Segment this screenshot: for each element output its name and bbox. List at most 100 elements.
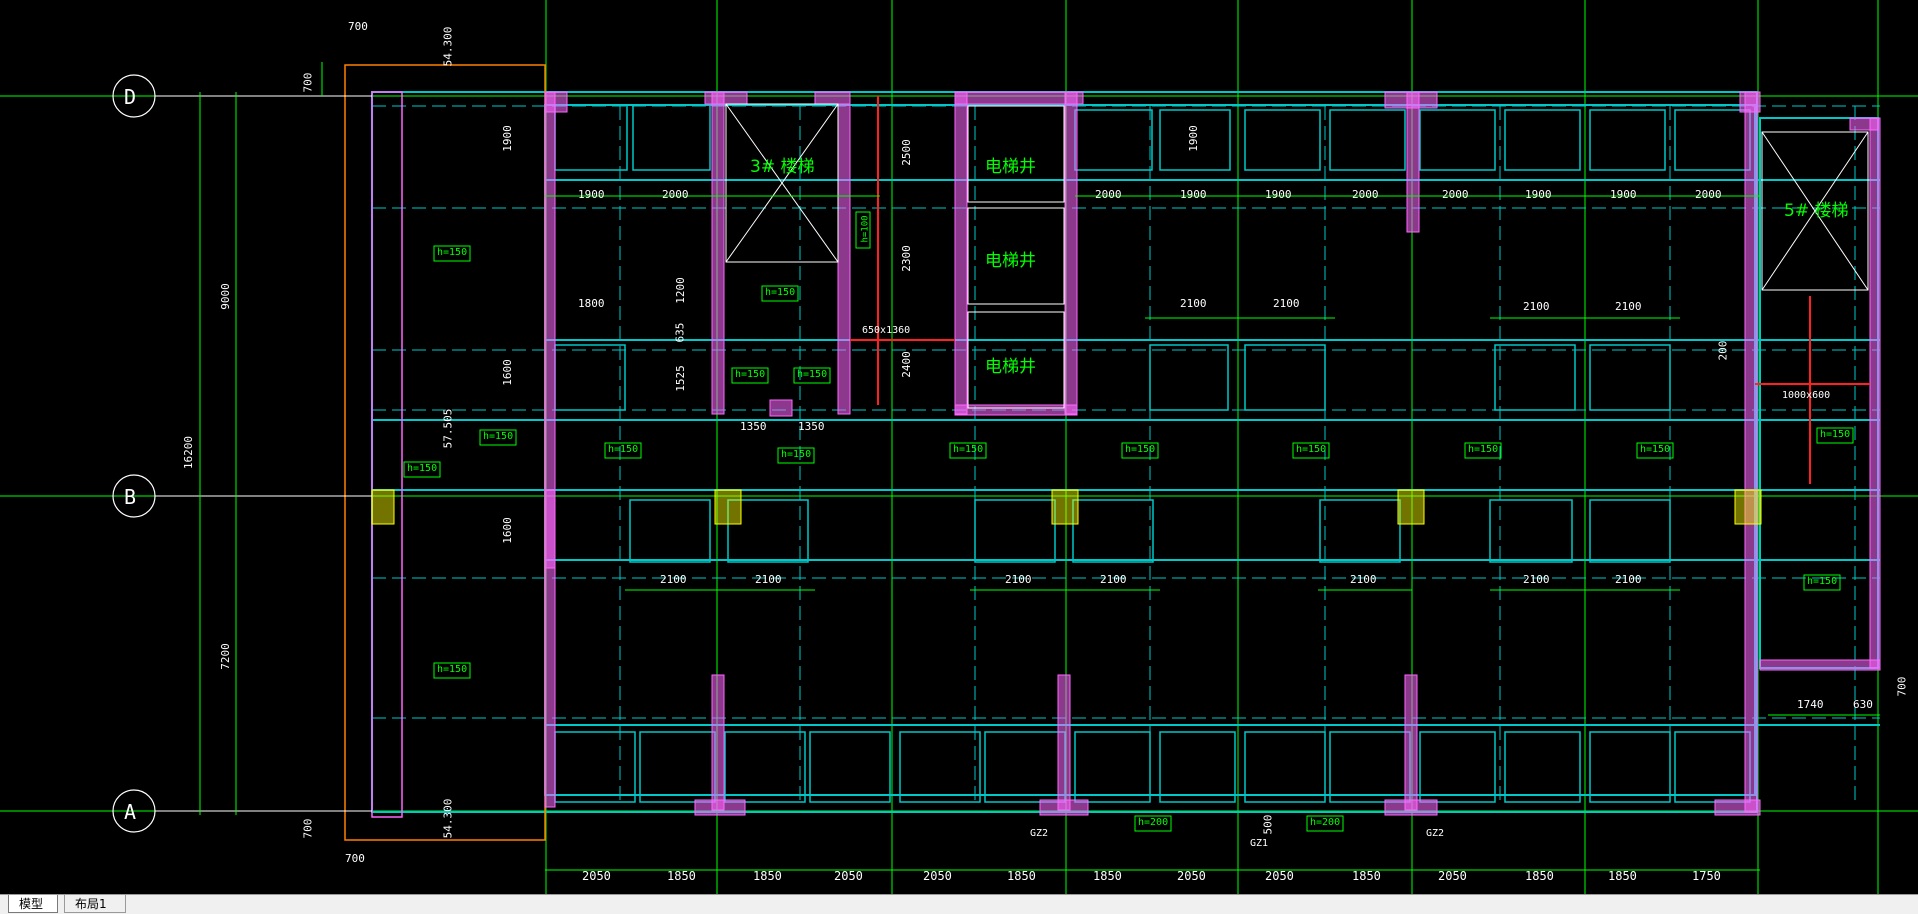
bottom-dim-5: 2050 [923,869,952,883]
top-dim-6: 2000 [1352,188,1379,201]
dim-500: 500 [1261,814,1275,835]
slab-label: h=150 [608,444,639,455]
slab-label: h=150 [797,369,828,380]
dim-630: 630 [1853,698,1873,711]
dim-200: 200 [1716,340,1730,361]
slab-label-h100: h=100 [860,215,871,243]
balcony-outline [344,64,546,841]
lower-dim-3: 2100 [1005,573,1032,586]
floor-plan [0,0,1918,894]
lower-dim-7: 2100 [1615,573,1642,586]
dim-1800: 1800 [578,297,605,310]
stair-cross [725,103,1869,409]
dim-top-54300: 54.300 [441,26,455,67]
slab-label-boxes [403,211,1854,832]
slab-label: h=150 [735,369,766,380]
red-beams [850,96,1870,484]
gz1-label: GZ1 [1250,838,1269,849]
top-dim-10: 2000 [1695,188,1722,201]
bottom-dim-14: 1750 [1692,869,1721,883]
slab-label-h200: h=200 [1138,817,1169,828]
bottom-dim-11: 2050 [1438,869,1467,883]
left-wall [371,91,403,818]
gz2-label-1: GZ2 [1030,828,1049,839]
dim-700-a: 700 [301,72,315,93]
lower-dim-1: 2100 [660,573,687,586]
lower-dim-5: 2100 [1350,573,1377,586]
bottom-dim-6: 1850 [1007,869,1036,883]
dim-left-total: 16200 [182,435,196,470]
bottom-dim-8: 2050 [1177,869,1206,883]
dim-1740: 1740 [1797,698,1824,711]
top-dim-7: 2000 [1442,188,1469,201]
dim-57505: 57.505 [441,408,455,449]
bottom-dim-3: 1850 [753,869,782,883]
opening-label-1: 650x1360 [862,325,911,336]
slab-label: h=150 [1640,444,1671,455]
layout-tab-bar: 模型 布局1 [0,894,1918,914]
lower-dim-2: 2100 [755,573,782,586]
slab-label: h=150 [953,444,984,455]
tab-model[interactable]: 模型 [8,895,58,913]
axis-label-b: B [124,485,137,509]
slab-label: h=150 [407,463,438,474]
slab-label: h=150 [1468,444,1499,455]
dim-1525: 1525 [673,365,687,392]
bottom-dim-9: 2050 [1265,869,1294,883]
elevator-label-2: 电梯井 [985,251,1036,271]
mid-dim-2: 2100 [1273,297,1300,310]
dim-1900-a: 1900 [500,125,514,152]
lower-dim-4: 2100 [1100,573,1127,586]
dim-700-c: 700 [345,852,365,865]
elevator-label-3: 电梯井 [985,357,1036,377]
slab-label: h=150 [483,431,514,442]
stair-5-label: 5# 楼梯 [1784,201,1849,221]
elevator-label-1: 电梯井 [985,157,1036,177]
dimension-lines [199,62,1880,871]
slab-label: h=150 [765,287,796,298]
slab-label: h=150 [437,247,468,258]
slab-label-h200: h=200 [1310,817,1341,828]
bottom-dim-1: 2050 [582,869,611,883]
dim-1600-b: 1600 [500,517,514,544]
top-dim-9: 1900 [1610,188,1637,201]
dim-1350-a: 1350 [740,420,767,433]
mid-dim-4: 2100 [1615,300,1642,313]
dim-1350-b: 1350 [798,420,825,433]
slab-label: h=150 [1125,444,1156,455]
top-dim-1: 1900 [578,188,605,201]
slab-label: h=150 [781,449,812,460]
bottom-dim-12: 1850 [1525,869,1554,883]
dim-1200: 1200 [673,277,687,304]
cad-drawing-canvas[interactable]: D B A 700 54.300 16200 9000 7200 700 700… [0,0,1918,894]
dim-2400: 2400 [899,351,913,378]
slab-label: h=150 [437,664,468,675]
dim-1600-a: 1600 [500,359,514,386]
dim-2500: 2500 [899,139,913,166]
top-dim-3: 2000 [1095,188,1122,201]
opening-label-2: 1000x600 [1782,390,1831,401]
dim-bottom-54300: 54.300 [441,798,455,839]
bottom-dim-4: 2050 [834,869,863,883]
dim-lower: 7200 [218,643,232,670]
dim-700-b: 700 [301,818,315,839]
top-dim-2: 2000 [662,188,689,201]
dim-700-right: 700 [1895,676,1909,697]
columns [371,489,1762,525]
top-dim-8: 1900 [1525,188,1552,201]
axis-label-d: D [124,85,137,109]
bottom-dim-7: 1850 [1093,869,1122,883]
axis-label-a: A [124,800,137,824]
gz2-label-2: GZ2 [1426,828,1445,839]
mid-dim-3: 2100 [1523,300,1550,313]
slab-label: h=150 [1296,444,1327,455]
bottom-dim-13: 1850 [1608,869,1637,883]
tab-layout1[interactable]: 布局1 [64,895,126,913]
dim-1900-b: 1900 [1186,125,1200,152]
axis-bubbles [112,74,372,833]
slab-label: h=150 [1807,576,1838,587]
dim-top-700: 700 [348,20,368,33]
bottom-dim-10: 1850 [1352,869,1381,883]
dim-635: 635 [673,322,687,343]
dim-2300: 2300 [899,245,913,272]
